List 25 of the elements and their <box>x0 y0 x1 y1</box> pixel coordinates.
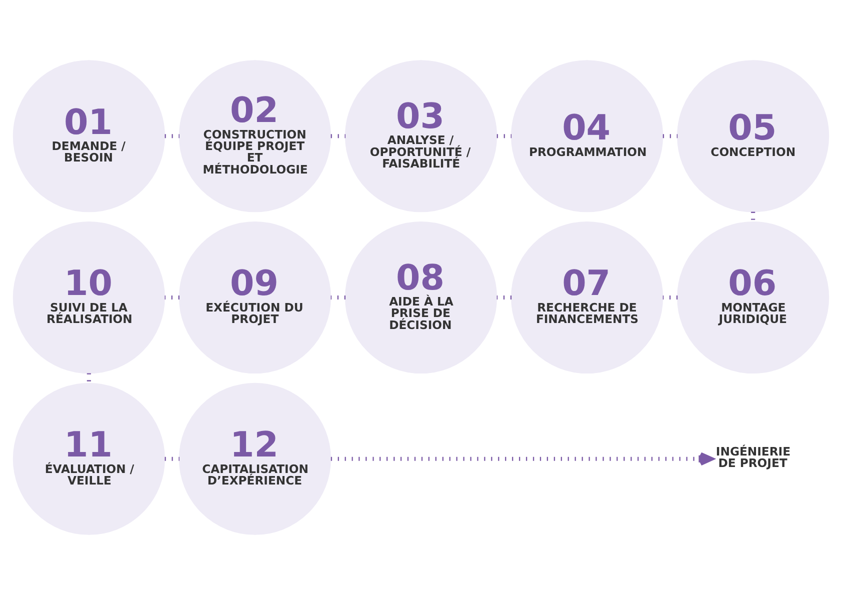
node-circle: 12 CAPITALISATION D’EXPÉRIENCE <box>178 382 332 535</box>
node-circle: 02 CONSTRUCTION ÉQUIPE PROJET ET MÉTHODOLOGIE <box>178 60 332 212</box>
connector <box>496 134 512 138</box>
node-circle: 08 AIDE À LA PRISE DE DÉCISION <box>344 221 498 374</box>
node-circle: 03 ANALYSE / OPPORTUNITÉ / FAISABILITÉ <box>344 60 498 212</box>
connector <box>330 134 346 138</box>
connector <box>164 295 180 300</box>
connector <box>662 295 678 300</box>
node-text: INGÉNIERIE DE PROJET <box>716 444 791 470</box>
connector <box>496 295 512 300</box>
connector <box>164 134 180 138</box>
node-circle: 01 DEMANDE / BESOIN <box>12 60 165 212</box>
arrow <box>330 452 714 466</box>
node-circle: 10 SUIVI DE LA RÉALISATION <box>12 221 165 374</box>
connector <box>751 212 756 222</box>
node-circle: 04 PROGRAMMATION <box>510 60 664 212</box>
connector <box>330 295 346 300</box>
node-circle: 06 MONTAGE JURIDIQUE <box>677 221 830 374</box>
node-circle: 07 RECHERCHE DE FINANCEMENTS <box>510 221 664 374</box>
connector <box>662 134 678 138</box>
node-circle: 09 EXÉCUTION DU PROJET <box>178 221 332 374</box>
connector <box>164 456 180 461</box>
connector <box>86 373 91 384</box>
node-circle: 11 ÉVALUATION / VEILLE <box>12 382 165 535</box>
node-circle: 05 CONCEPTION <box>677 60 830 212</box>
